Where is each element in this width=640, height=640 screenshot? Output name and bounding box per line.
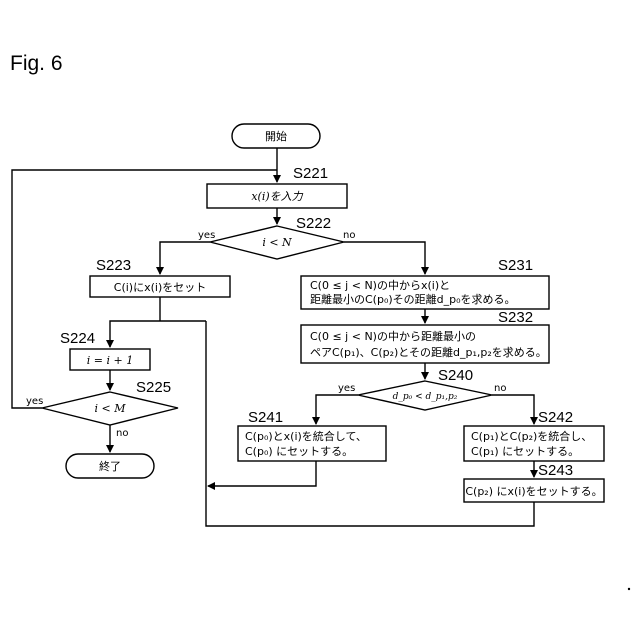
- step-text-s231-line1: C(0 ≤ j < N)の中からx(i)と: [310, 279, 450, 292]
- step-label-s224: S224: [60, 330, 95, 347]
- step-label-s231: S231: [498, 257, 533, 274]
- step-text-s231-line2: 距離最小のC(p₀)その距離d_p₀を求める。: [310, 292, 516, 306]
- start-text: 開始: [265, 129, 287, 143]
- step-text-s242-line1: C(p₁)とC(p₂)を統合し、: [471, 429, 592, 443]
- yes-label-s225: yes: [26, 396, 43, 407]
- speck-mark: [628, 588, 630, 590]
- step-text-s224: i = i + 1: [87, 354, 133, 367]
- step-text-s241-line2: C(p₀) にセットする。: [245, 445, 353, 458]
- step-label-s222: S222: [296, 215, 331, 232]
- yes-label-s240: yes: [338, 383, 355, 394]
- step-s224: S224 i = i + 1: [60, 330, 150, 370]
- start-terminal: 開始: [232, 124, 320, 148]
- no-label-s225: no: [116, 428, 128, 439]
- step-text-s223: C(i)にx(i)をセット: [114, 281, 206, 294]
- step-s241: S241 C(p₀)とx(i)を統合して、 C(p₀) にセットする。: [238, 409, 386, 461]
- no-label-s240: no: [494, 383, 506, 394]
- step-text-s242-line2: C(p₁) にセットする。: [471, 445, 579, 458]
- step-text-s241-line1: C(p₀)とx(i)を統合して、: [245, 429, 367, 443]
- step-text-s232-line1: C(0 ≤ j < N)の中から距離最小の: [310, 329, 476, 343]
- decision-s225: S225 i < M yes no: [26, 379, 178, 439]
- step-label-s240: S240: [438, 367, 473, 384]
- step-label-s225: S225: [136, 379, 171, 396]
- decision-text-s240: d_p₀ < d_p₁,p₂: [393, 392, 458, 402]
- yes-label-s222: yes: [198, 230, 215, 241]
- step-label-s221: S221: [293, 165, 328, 182]
- step-label-s223: S223: [96, 257, 131, 274]
- no-label-s222: no: [343, 230, 355, 241]
- step-label-s242: S242: [538, 409, 573, 426]
- figure-title: Fig. 6: [10, 52, 63, 75]
- decision-text-s225: i < M: [95, 402, 127, 415]
- step-label-s232: S232: [498, 309, 533, 326]
- end-terminal: 終了: [66, 454, 154, 478]
- step-text-s221: x(i)を入力: [251, 190, 303, 203]
- decision-text-s222: i < N: [262, 236, 292, 249]
- step-label-s241: S241: [248, 409, 283, 426]
- end-text: 終了: [99, 459, 121, 473]
- step-text-s232-line2: ペアC(p₁)、C(p₂)とその距離d_p₁,p₂を求める。: [310, 345, 547, 359]
- step-text-s243: C(p₂) にx(i)をセットする。: [465, 485, 602, 498]
- step-label-s243: S243: [538, 462, 573, 479]
- decision-s240: S240 d_p₀ < d_p₁,p₂ yes no: [338, 367, 506, 410]
